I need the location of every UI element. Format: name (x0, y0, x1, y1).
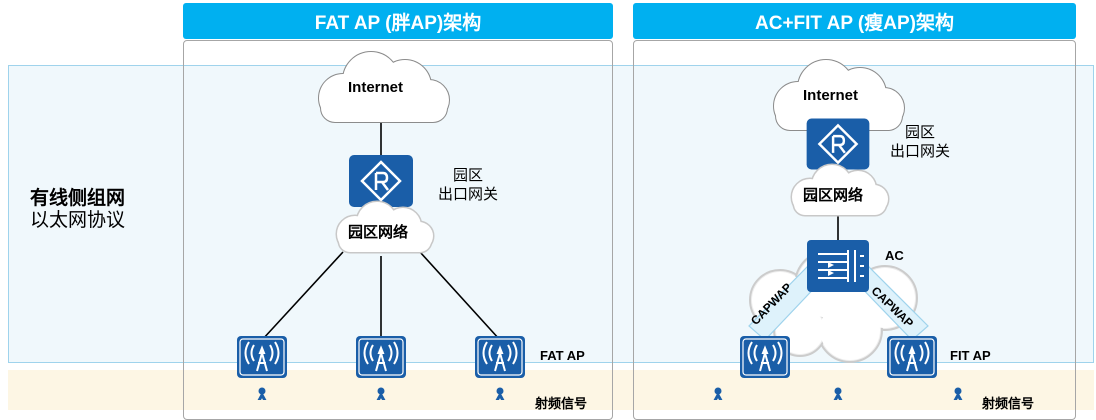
fat-user-3-icon (492, 386, 508, 400)
fat-link-ap-1 (261, 251, 344, 341)
fat-rf-label: 射频信号 (535, 396, 588, 411)
ac-label: AC (885, 248, 904, 263)
fit-internet-label: Internet (803, 87, 859, 104)
fat-user-1-icon (254, 386, 270, 400)
wired-side-protocol: 以太网协议 (30, 210, 126, 231)
fat-ap-header: FAT AP (胖AP)架构 (183, 3, 613, 39)
fit-router-icon (805, 117, 871, 171)
fat-router-icon (347, 153, 415, 209)
fit-user-3-icon (950, 386, 966, 400)
fat-ap-1-icon (236, 335, 288, 379)
fit-rf-label: 射频信号 (982, 396, 1035, 411)
fat-user-2-icon (373, 386, 389, 400)
wired-side-title: 有线侧组网 (30, 188, 126, 209)
network-diagram (236, 51, 966, 400)
fat-ap-3-icon (474, 335, 526, 379)
fit-user-1-icon (710, 386, 726, 400)
wired-side-label: 有线侧组网 以太网协议 (30, 188, 125, 232)
fat-link-ap-3 (419, 251, 501, 341)
fit-gateway-label: 园区 出口网关 (890, 124, 951, 160)
fat-ap-label: FAT AP (540, 348, 585, 363)
fit-ap-1-icon (739, 335, 791, 379)
fit-ap-label: FIT AP (950, 348, 991, 363)
fat-ap-2-icon (355, 335, 407, 379)
fat-internet-label: Internet (348, 79, 404, 96)
fat-campus-net-label: 园区网络 (348, 224, 409, 241)
fit-ap-header: AC+FIT AP (瘦AP)架构 (633, 3, 1076, 39)
fit-campus-net-label: 园区网络 (803, 187, 864, 204)
fit-user-2-icon (830, 386, 846, 400)
fat-gateway-label: 园区 出口网关 (438, 167, 499, 203)
access-controller-icon (807, 240, 869, 292)
fit-ap-2-icon (886, 335, 938, 379)
